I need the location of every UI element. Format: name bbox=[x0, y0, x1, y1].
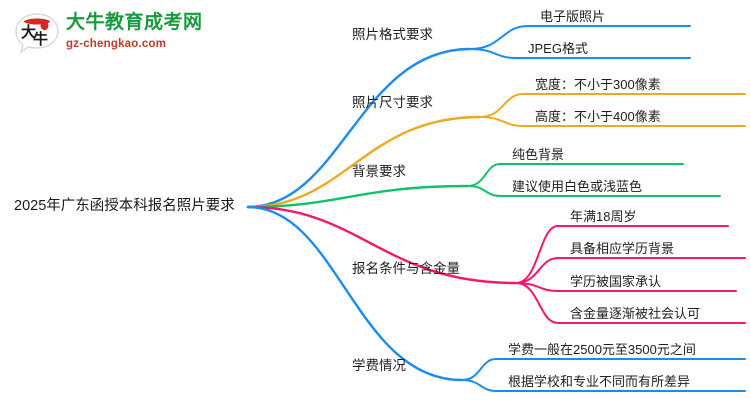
leaf-node-label[interactable]: 高度：不小于400像素 bbox=[535, 109, 661, 124]
trunk-connector bbox=[246, 115, 482, 209]
leaf-node-label[interactable]: 纯色背景 bbox=[512, 147, 565, 162]
leaf-connector bbox=[479, 93, 524, 118]
leaf-node-label[interactable]: 电子版照片 bbox=[540, 9, 606, 24]
leaf-node-label[interactable]: 建议使用白色或浅蓝色 bbox=[512, 179, 643, 194]
svg-text:大: 大 bbox=[21, 23, 36, 41]
leaf-connector bbox=[515, 225, 559, 284]
leaf-node-label[interactable]: 根据学校和专业不同而有所差异 bbox=[508, 374, 691, 389]
leaf-node-label[interactable]: 学费一般在2500元至3500元之间 bbox=[508, 342, 696, 357]
branch-node-label[interactable]: 背景要求 bbox=[352, 164, 406, 179]
dani-speech-bubble-logo-icon: 大 牛 bbox=[15, 13, 59, 54]
leaf-node-label[interactable]: 含金量逐渐被社会认可 bbox=[570, 306, 701, 321]
leaf-connector bbox=[479, 116, 524, 127]
trunk-connector bbox=[246, 205, 464, 382]
leaf-connector bbox=[515, 257, 559, 284]
leaf-connector bbox=[469, 48, 517, 59]
leaf-connector bbox=[515, 282, 559, 324]
branch-node-label[interactable]: 学费情况 bbox=[352, 358, 406, 373]
trunk-connector bbox=[246, 205, 518, 285]
leaf-connector bbox=[467, 163, 501, 187]
svg-text:牛: 牛 bbox=[33, 30, 48, 48]
branch-node-label[interactable]: 照片格式要求 bbox=[352, 27, 433, 42]
leaf-node-label[interactable]: 学历被国家承认 bbox=[570, 274, 662, 289]
site-logo[interactable]: 大 牛 大牛教育成考网 gz-chengkao.com bbox=[14, 10, 214, 58]
root-node-label[interactable]: 2025年广东函授本科报名照片要求 bbox=[14, 198, 235, 214]
leaf-connector bbox=[467, 185, 501, 197]
logo-text-block: 大牛教育成考网 gz-chengkao.com bbox=[66, 12, 203, 52]
leaf-node-label[interactable]: JPEG格式 bbox=[528, 41, 588, 56]
logo-subtitle: gz-chengkao.com bbox=[66, 38, 167, 50]
leaf-connector bbox=[469, 25, 529, 50]
branch-node-label[interactable]: 照片尺寸要求 bbox=[352, 95, 433, 110]
trunk-connector bbox=[246, 184, 470, 209]
leaf-node-label[interactable]: 宽度：不小于300像素 bbox=[535, 77, 661, 92]
leaf-connector bbox=[461, 358, 497, 381]
leaf-node-label[interactable]: 具备相应学历背景 bbox=[570, 241, 675, 256]
leaf-node-label[interactable]: 年满18周岁 bbox=[570, 209, 637, 224]
leaf-connector bbox=[461, 379, 497, 392]
logo-title: 大牛教育成考网 bbox=[66, 12, 203, 33]
branch-node-label[interactable]: 报名条件与含金量 bbox=[352, 261, 460, 276]
trunk-connector bbox=[246, 47, 472, 209]
